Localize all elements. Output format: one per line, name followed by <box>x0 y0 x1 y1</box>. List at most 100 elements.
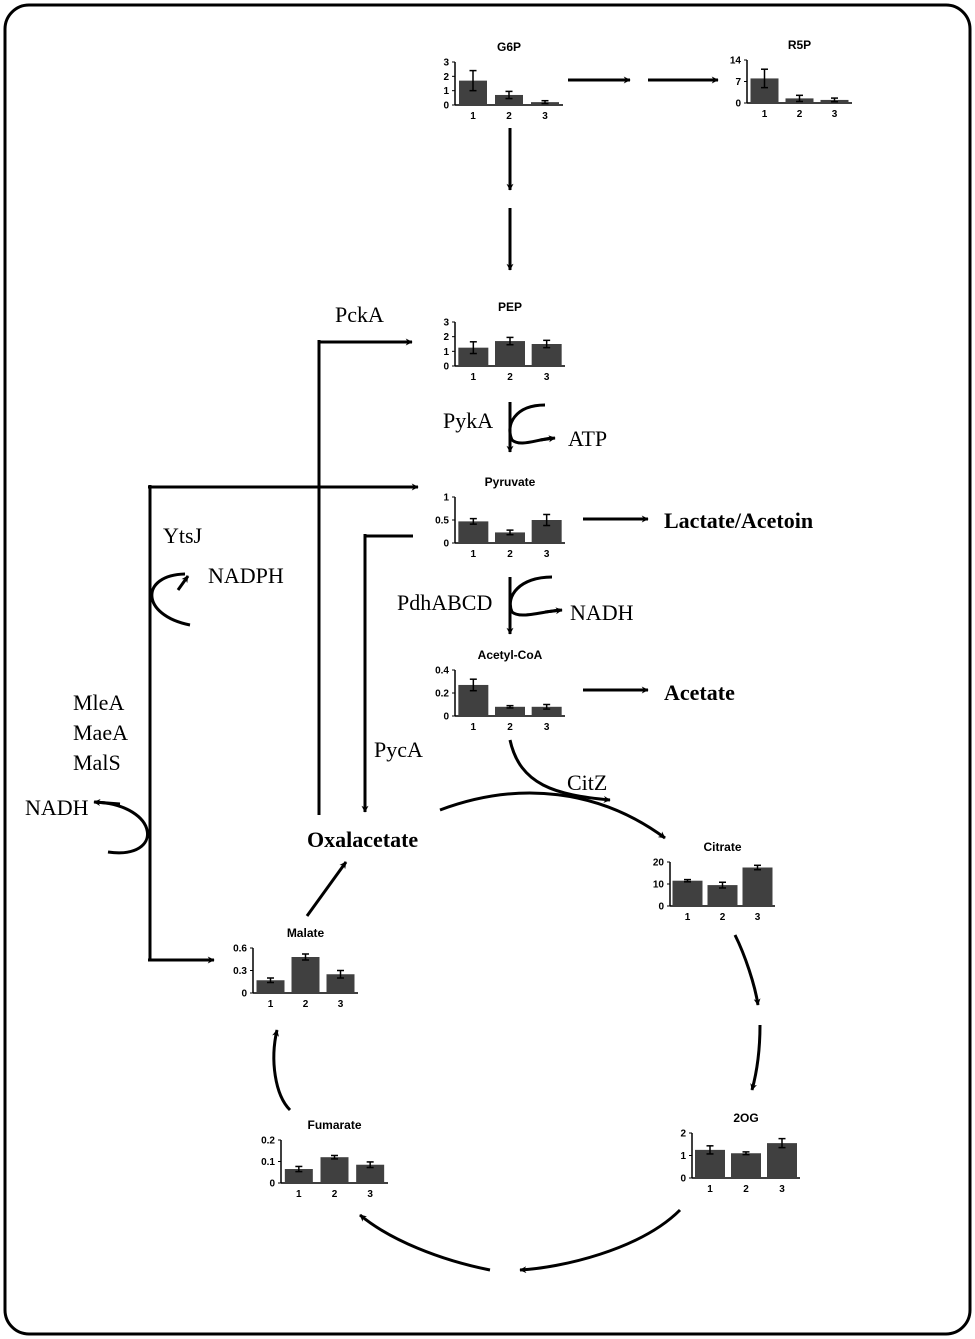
error-bar <box>469 678 477 692</box>
y-tick-label: 0 <box>443 362 449 373</box>
error-bar <box>742 1151 750 1156</box>
y-tick-label: 0 <box>443 539 449 550</box>
y-tick-label: 20 <box>653 858 665 869</box>
y-tick-label: 0 <box>443 101 449 112</box>
x-tick-label: 3 <box>832 109 838 120</box>
error-bar <box>506 704 514 709</box>
chart-title: R5P <box>788 38 811 52</box>
label-pcka: PckA <box>335 302 384 327</box>
y-tick-label: 2 <box>680 1129 686 1140</box>
error-bar <box>719 881 726 889</box>
bar <box>707 885 738 906</box>
arrow-citrate-to-2og-b <box>750 1024 762 1091</box>
y-tick-label: 0.1 <box>261 1157 275 1168</box>
label-pdh: PdhABCD <box>397 590 492 615</box>
error-bar <box>543 513 551 527</box>
label-atp: ATP <box>568 426 607 451</box>
bar <box>672 880 703 906</box>
y-tick-label: 1 <box>443 86 449 97</box>
label-acetate: Acetate <box>664 680 735 705</box>
pathway-lines <box>94 340 561 960</box>
arrow-2og-to-fumarate-a <box>519 1208 682 1274</box>
bar <box>767 1143 797 1178</box>
y-tick-label: 0.4 <box>435 666 449 677</box>
bar <box>531 520 562 543</box>
bar <box>495 532 525 543</box>
x-tick-label: 1 <box>268 999 274 1010</box>
y-tick-label: 7 <box>735 77 741 88</box>
label-pyca: PycA <box>374 737 423 762</box>
arrow-acetylcoa-to-citrate <box>508 739 611 803</box>
x-tick-label: 2 <box>507 722 513 733</box>
x-tick-label: 2 <box>797 109 803 120</box>
figure-border <box>3 3 972 1336</box>
y-tick-label: 0.2 <box>261 1136 275 1147</box>
x-tick-label: 3 <box>779 1184 785 1195</box>
bar <box>256 980 285 993</box>
bar <box>356 1164 385 1183</box>
y-tick-label: 0.5 <box>435 516 449 527</box>
chart-title: Pyruvate <box>485 475 536 489</box>
arrow-fumarate-to-malate <box>272 1029 292 1112</box>
y-tick-label: 0 <box>735 99 741 110</box>
error-bar <box>331 1154 338 1160</box>
bar <box>495 706 525 716</box>
y-tick-label: 2 <box>443 72 449 83</box>
arrow-nadph-cofactor <box>176 575 190 591</box>
pyka-cofactor-curve <box>508 403 553 445</box>
y-tick-label: 2 <box>443 332 449 343</box>
bar <box>731 1153 761 1178</box>
x-tick-label: 1 <box>707 1184 713 1195</box>
x-tick-label: 1 <box>470 111 476 122</box>
pathway-arrows <box>93 76 762 1274</box>
error-bar <box>469 341 477 355</box>
error-bar <box>541 99 549 105</box>
x-tick-label: 1 <box>471 549 477 560</box>
arrow-citrate-to-2og-a <box>733 934 761 1006</box>
bar <box>458 521 489 543</box>
error-bar <box>684 878 691 883</box>
error-bar <box>469 517 477 525</box>
error-bar <box>469 69 477 92</box>
error-bar <box>543 339 551 349</box>
bar <box>326 974 355 993</box>
x-tick-label: 3 <box>338 999 344 1010</box>
x-tick-label: 2 <box>743 1184 749 1195</box>
error-bar <box>506 529 514 536</box>
bar <box>320 1157 349 1183</box>
arrow-malate-to-oxalacetate <box>305 861 348 917</box>
x-tick-label: 2 <box>507 372 513 383</box>
error-bar <box>754 864 761 871</box>
y-tick-label: 0 <box>658 902 664 913</box>
error-bar <box>831 97 838 103</box>
label-lactate-acetoin: Lactate/Acetoin <box>664 508 813 533</box>
y-tick-label: 1 <box>443 493 449 504</box>
error-bar <box>761 68 768 89</box>
pathway-labels: PckA PykA ATP YtsJ NADPH PdhABCD NADH Ml… <box>25 302 813 852</box>
y-tick-label: 0.2 <box>435 689 449 700</box>
y-tick-label: 0.6 <box>233 944 247 955</box>
chart-title: Malate <box>287 926 325 940</box>
y-tick-label: 3 <box>443 58 449 69</box>
label-nadph: NADPH <box>208 563 284 588</box>
bar <box>291 957 320 993</box>
label-maea: MaeA <box>73 720 128 745</box>
x-tick-label: 1 <box>762 109 768 120</box>
x-tick-label: 2 <box>332 1189 338 1200</box>
bar <box>284 1169 313 1183</box>
chart-title: Citrate <box>703 840 741 854</box>
x-tick-label: 3 <box>542 111 548 122</box>
x-tick-label: 3 <box>544 372 550 383</box>
arrow-2og-to-fumarate-b <box>359 1213 491 1272</box>
x-tick-label: 3 <box>544 549 550 560</box>
chart-title: 2OG <box>733 1111 758 1125</box>
